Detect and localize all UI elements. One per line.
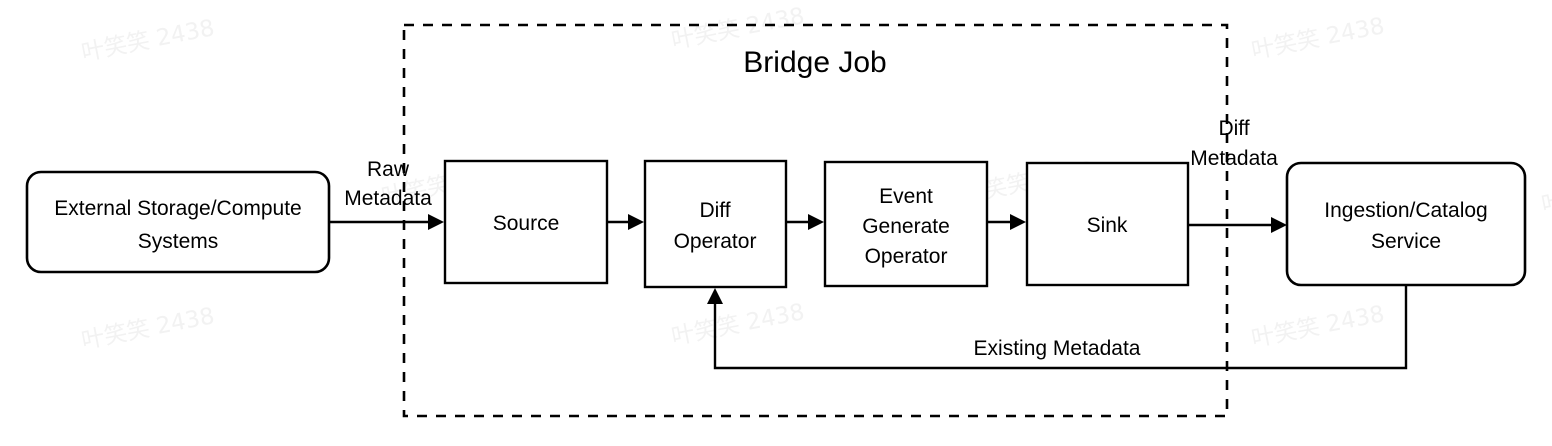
node-ingestion-catalog-service[interactable]: Ingestion/Catalog Service — [1285, 161, 1527, 287]
edge-raw-metadata: Raw Metadata — [329, 158, 444, 230]
existing-metadata-label: Existing Metadata — [974, 337, 1141, 360]
sink-label: Sink — [1087, 214, 1128, 237]
event-to-sink-arrowhead — [1010, 214, 1026, 230]
bridge-job-title: Bridge Job — [743, 46, 886, 79]
source-to-diff-arrowhead — [628, 214, 644, 230]
existing-metadata-arrowhead — [707, 288, 723, 304]
external-storage-box — [25, 170, 331, 274]
event-generate-operator-box — [823, 160, 989, 288]
node-diff-operator[interactable]: Diff Operator — [643, 159, 788, 289]
ingestion-catalog-label-line2: Service — [1371, 230, 1441, 253]
diff-operator-box — [643, 159, 788, 289]
raw-metadata-label-line1: Raw — [367, 158, 410, 181]
ingestion-catalog-box — [1285, 161, 1527, 287]
diff-metadata-arrowhead — [1271, 217, 1287, 233]
node-sink[interactable]: Sink — [1025, 161, 1190, 287]
edge-event-to-sink — [987, 214, 1026, 230]
node-event-generate-operator[interactable]: Event Generate Operator — [823, 160, 989, 288]
source-label: Source — [493, 212, 560, 235]
event-generate-operator-label-line3: Operator — [865, 245, 948, 268]
edge-existing-metadata: Existing Metadata — [707, 285, 1408, 370]
source-box — [443, 159, 609, 285]
edge-source-to-diff — [607, 214, 644, 230]
existing-metadata-line — [713, 285, 1408, 370]
event-generate-operator-label-line1: Event — [879, 185, 933, 208]
diff-metadata-label-line1: Diff — [1218, 117, 1249, 140]
diff-metadata-label-line2: Metadata — [1190, 147, 1278, 170]
node-source[interactable]: Source — [443, 159, 609, 285]
diff-to-event-arrowhead — [808, 214, 824, 230]
node-external-storage[interactable]: External Storage/Compute Systems — [25, 170, 331, 274]
external-storage-label-line1: External Storage/Compute — [54, 197, 301, 220]
diff-operator-label-line1: Diff — [699, 199, 730, 222]
raw-metadata-label-line2: Metadata — [344, 187, 432, 210]
edge-diff-to-event — [786, 214, 824, 230]
external-storage-label-line2: Systems — [138, 230, 219, 253]
ingestion-catalog-label-line1: Ingestion/Catalog — [1324, 199, 1487, 222]
event-generate-operator-label-line2: Generate — [862, 215, 950, 238]
raw-metadata-arrowhead — [428, 214, 444, 230]
bridge-job-boundary — [402, 23, 1229, 418]
edge-diff-metadata: Diff Metadata — [1188, 117, 1287, 233]
diff-operator-label-line2: Operator — [674, 230, 757, 253]
